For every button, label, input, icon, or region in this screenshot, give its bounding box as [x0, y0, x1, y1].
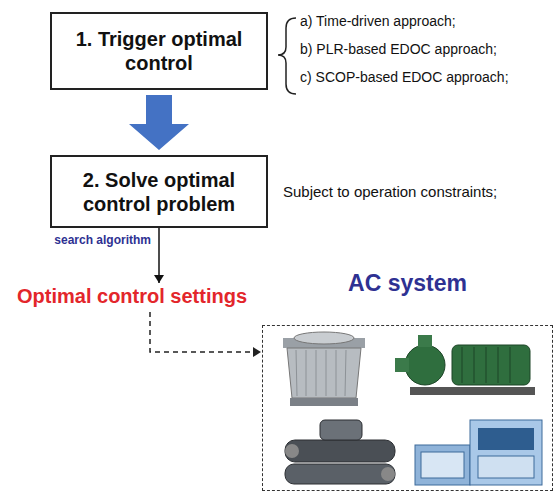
node-title: 2. Solve optimal control problem — [62, 168, 256, 216]
chiller — [285, 420, 395, 484]
curly-bracket — [278, 18, 296, 94]
edge-label: search algorithm — [54, 233, 151, 247]
note-text: Subject to operation constraints; — [283, 183, 497, 200]
option-item: c) SCOP-based EDOC approach; — [300, 69, 509, 85]
system-frame: AC system — [262, 266, 553, 491]
connector-arrow — [150, 312, 261, 357]
dashed-frame — [262, 325, 553, 491]
result-text: Optimal control settings — [17, 285, 247, 308]
cooling-tower — [283, 332, 365, 406]
node-title: 1. Trigger optimal control — [62, 27, 256, 75]
connector-arrow — [154, 228, 164, 283]
process-box: 2. Solve optimal control problem — [50, 155, 268, 228]
pump-motor — [395, 335, 535, 395]
node-title: Optimal control settings — [17, 285, 247, 308]
process-box: 1. Trigger optimal control — [50, 12, 268, 90]
option-item: b) PLR-based EDOC approach; — [300, 41, 497, 57]
node-title: AC system — [262, 266, 553, 300]
option-item: a) Time-driven approach; — [300, 13, 456, 29]
connector-arrow — [129, 95, 189, 150]
air-handling-unit — [415, 420, 542, 485]
